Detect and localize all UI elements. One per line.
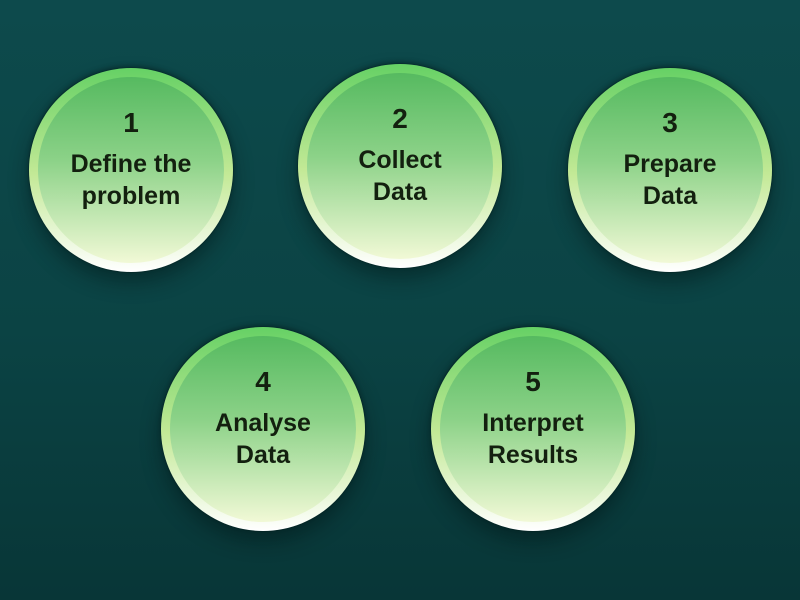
- step-circle-4-inner: [170, 336, 356, 522]
- step-circle-1-inner: [38, 77, 224, 263]
- step-circle-5: 5 Interpret Results: [431, 327, 635, 531]
- step-circle-2-inner: [307, 73, 493, 259]
- step-circle-5-inner: [440, 336, 626, 522]
- step-number: 3: [662, 106, 678, 138]
- step-number: 4: [255, 365, 271, 397]
- step-circle-2-content: 2 Collect Data: [298, 53, 502, 257]
- step-circle-1-content: 1 Define the problem: [29, 57, 233, 261]
- step-number: 1: [123, 106, 139, 138]
- step-label: Define the problem: [70, 150, 192, 211]
- step-circle-1: 1 Define the problem: [29, 68, 233, 272]
- step-label: Collect Data: [358, 146, 442, 207]
- step-number: 5: [525, 365, 541, 397]
- step-label: Prepare Data: [623, 150, 717, 211]
- step-label: Interpret Results: [482, 409, 584, 470]
- step-number: 2: [392, 102, 408, 134]
- step-circle-3: 3 Prepare Data: [568, 68, 772, 272]
- step-circle-3-content: 3 Prepare Data: [568, 57, 772, 261]
- step-circle-2: 2 Collect Data: [298, 64, 502, 268]
- step-circle-4-content: 4 Analyse Data: [161, 316, 365, 520]
- step-circle-3-inner: [577, 77, 763, 263]
- step-circle-5-content: 5 Interpret Results: [431, 316, 635, 520]
- step-circle-4: 4 Analyse Data: [161, 327, 365, 531]
- step-label: Analyse Data: [215, 409, 311, 470]
